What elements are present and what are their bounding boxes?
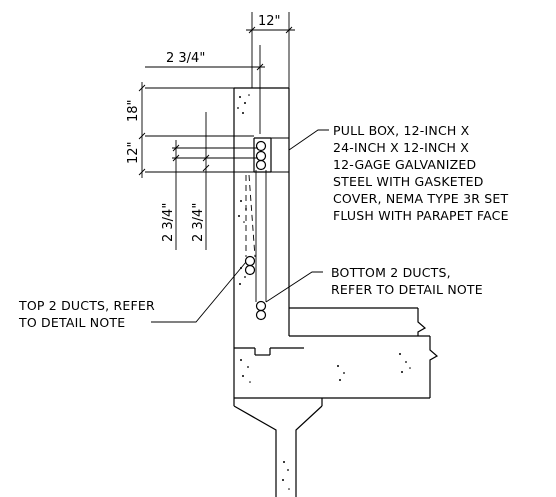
dimension-text-offset-top: 2 3/4" bbox=[166, 51, 205, 66]
callout-pull-box-line-5: COVER, NEMA TYPE 3R SET bbox=[333, 191, 509, 206]
parapet-outline bbox=[233, 87, 439, 497]
callout-bottom-ducts: BOTTOM 2 DUCTS, REFER TO DETAIL NOTE bbox=[331, 265, 483, 297]
dimension-box-upper: 18" 12" bbox=[126, 82, 254, 178]
callout-bottom-ducts-line-1: BOTTOM 2 DUCTS, bbox=[331, 265, 451, 280]
pull-box bbox=[253, 137, 289, 173]
callout-pull-box-line-6: FLUSH WITH PARAPET FACE bbox=[333, 208, 509, 223]
concrete-stipple bbox=[237, 94, 411, 490]
callout-pull-box-line-3: 12-GAGE GALVANIZED bbox=[333, 157, 476, 172]
dimension-text-spacing-b: 2 3/4" bbox=[191, 203, 206, 242]
callout-top-ducts-line-1: TOP 2 DUCTS, REFER bbox=[18, 298, 155, 313]
ducts bbox=[244, 140, 267, 321]
dimension-offset-top: 2 3/4" bbox=[145, 45, 265, 134]
callout-top-ducts: TOP 2 DUCTS, REFER TO DETAIL NOTE bbox=[18, 298, 155, 330]
dimension-top-width: 12" bbox=[246, 12, 295, 88]
callout-pull-box-line-1: PULL BOX, 12-INCH X bbox=[333, 123, 470, 138]
dimension-text-spacing-a: 2 3/4" bbox=[161, 203, 176, 242]
callout-pull-box-line-4: STEEL WITH GASKETED bbox=[333, 174, 484, 189]
dimension-spacing: 2 3/4" 2 3/4" bbox=[161, 112, 258, 250]
dimension-text-top-width: 12" bbox=[258, 14, 281, 29]
dimension-text-box-height: 12" bbox=[126, 141, 141, 164]
callout-pull-box-line-2: 24-INCH X 12-INCH X bbox=[333, 140, 469, 155]
callout-top-ducts-line-2: TO DETAIL NOTE bbox=[18, 315, 125, 330]
callout-bottom-ducts-line-2: REFER TO DETAIL NOTE bbox=[331, 282, 483, 297]
dimension-text-box-upper: 18" bbox=[126, 99, 141, 122]
callout-pull-box: PULL BOX, 12-INCH X 24-INCH X 12-INCH X … bbox=[333, 123, 509, 223]
leaders bbox=[151, 129, 329, 323]
